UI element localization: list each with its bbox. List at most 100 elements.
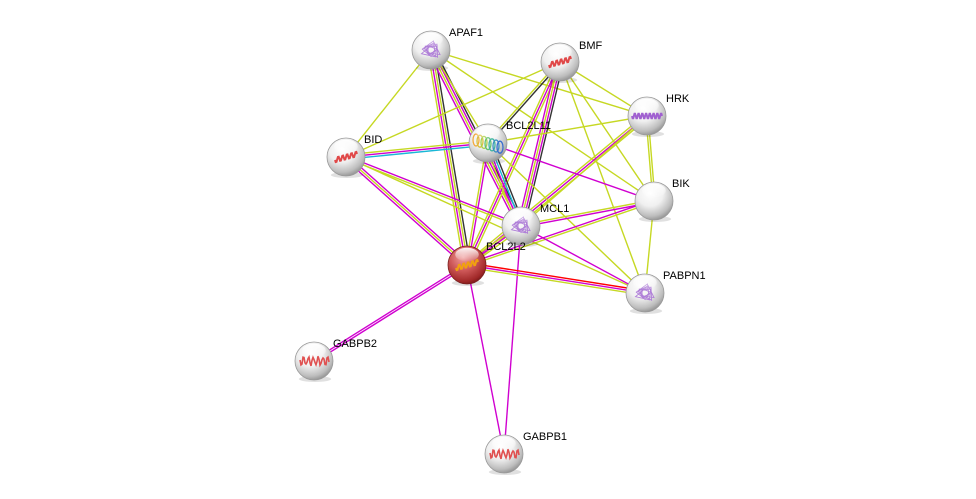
edge-strand-experiments xyxy=(487,142,655,202)
edge-strand-experiments xyxy=(346,154,469,264)
node-apaf1[interactable]: APAF1 xyxy=(411,27,483,71)
edge-bmf-mcl1[interactable] xyxy=(517,61,564,227)
structure-glyph-icon xyxy=(334,150,358,164)
edge-strand-textmining xyxy=(519,61,560,226)
node-highlight xyxy=(419,32,443,47)
edge-mcl1-pabpn1[interactable] xyxy=(520,225,646,294)
edge-bid-bcl2l2[interactable] xyxy=(344,154,469,268)
node-gabpb2[interactable]: GABPB2 xyxy=(294,338,377,382)
edge-bcl2l2-gabpb2[interactable] xyxy=(313,263,468,363)
node-pabpn1[interactable]: PABPN1 xyxy=(625,270,706,314)
node-highlight xyxy=(334,139,358,154)
edge-strand-textmining xyxy=(465,142,488,265)
node-bcl2l11[interactable]: BCL2L11 xyxy=(468,120,551,164)
node-gabpb1[interactable]: GABPB1 xyxy=(484,431,567,475)
edge-strand-experiments xyxy=(313,263,467,361)
node-highlight xyxy=(548,44,572,59)
node-hrk[interactable]: HRK xyxy=(627,93,690,137)
edge-strand-coexpression xyxy=(523,62,564,227)
edge-strand-fusion xyxy=(467,262,646,292)
edge-strand-textmining xyxy=(467,201,655,267)
edge-strand-textmining xyxy=(520,199,654,226)
edge-strand-textmining xyxy=(345,61,561,158)
structure-glyph-icon xyxy=(631,112,663,120)
edges-layer xyxy=(313,48,656,455)
edge-strand-experiments xyxy=(429,50,467,266)
edge-bid-pabpn1[interactable] xyxy=(345,156,646,294)
edge-strand-experiments xyxy=(503,225,522,455)
node-mcl1[interactable]: MCL1 xyxy=(501,203,569,247)
node-highlight xyxy=(476,125,500,140)
edge-bmf-bcl2l2[interactable] xyxy=(464,60,563,267)
node-label: BIK xyxy=(672,178,690,190)
node-highlight xyxy=(455,247,479,262)
node-label: GABPB1 xyxy=(523,431,567,443)
edge-strand-experiments xyxy=(521,62,562,227)
edge-strand-textmining xyxy=(464,60,559,265)
node-highlight xyxy=(302,343,326,358)
edge-bcl2l11-bik[interactable] xyxy=(487,142,655,202)
node-label: GABPB2 xyxy=(333,338,377,350)
node-bcl2l2[interactable]: BCL2L2 xyxy=(447,241,526,286)
structure-glyph-icon xyxy=(299,354,330,368)
node-highlight xyxy=(633,275,657,290)
structure-glyph-icon xyxy=(496,140,504,154)
edge-strand-experiments xyxy=(314,265,468,363)
edge-strand-textmining xyxy=(345,49,432,158)
node-highlight xyxy=(635,98,659,113)
node-highlight xyxy=(642,183,666,198)
edge-bmf-bid[interactable] xyxy=(345,61,561,158)
edge-strand-experiments xyxy=(346,155,522,226)
edge-strand-textmining xyxy=(520,115,648,227)
node-bid[interactable]: BID xyxy=(326,134,382,178)
node-label: BMF xyxy=(579,40,603,52)
edge-strand-experiments xyxy=(466,264,646,294)
edge-strand-experiments xyxy=(467,143,490,266)
structure-glyph-icon xyxy=(492,139,500,153)
edge-bmf-pabpn1[interactable] xyxy=(559,61,646,294)
node-label: PABPN1 xyxy=(663,270,706,282)
node-bmf[interactable]: BMF xyxy=(540,40,603,83)
edge-hrk-bcl2l11[interactable] xyxy=(487,115,648,144)
node-label: HRK xyxy=(666,93,690,105)
edge-strand-experiments xyxy=(466,264,505,455)
edge-mcl1-gabpb1[interactable] xyxy=(503,225,522,455)
edge-strand-textmining xyxy=(559,61,655,202)
node-label: BCL2L2 xyxy=(486,241,526,253)
edge-bcl2l11-bcl2l2[interactable] xyxy=(465,142,490,266)
edge-bik-bcl2l2[interactable] xyxy=(466,199,655,267)
edge-apaf1-bid[interactable] xyxy=(345,49,432,158)
edge-strand-textmining xyxy=(466,266,645,296)
edge-strand-experiments xyxy=(344,158,467,268)
structure-glyph-icon xyxy=(472,133,480,147)
node-highlight xyxy=(492,436,516,451)
edge-bcl2l2-pabpn1[interactable] xyxy=(466,262,646,296)
edge-apaf1-bik[interactable] xyxy=(430,49,655,202)
edge-strand-textmining xyxy=(487,115,648,144)
edge-bmf-bik[interactable] xyxy=(559,61,655,202)
node-label: APAF1 xyxy=(449,27,483,39)
edge-strand-textmining xyxy=(431,49,469,265)
edge-hrk-mcl1[interactable] xyxy=(520,115,648,227)
edge-strand-textmining xyxy=(345,156,468,266)
edge-strand-textmining xyxy=(465,113,647,264)
edge-apaf1-bcl2l2[interactable] xyxy=(427,49,471,266)
edge-bcl2l2-gabpb1[interactable] xyxy=(466,264,505,455)
structure-glyph-icon xyxy=(455,258,479,272)
edge-strand-textmining xyxy=(468,62,563,267)
structure-glyph-icon xyxy=(548,55,572,69)
edge-bcl2l11-bid[interactable] xyxy=(345,140,489,160)
edge-bik-mcl1[interactable] xyxy=(520,199,655,228)
edge-strand-experiments xyxy=(521,201,655,228)
edge-strand-coexpression xyxy=(433,49,471,265)
edge-strand-experiments xyxy=(466,199,654,265)
edge-strand-experiments xyxy=(345,142,489,158)
node-bik[interactable]: BIK xyxy=(634,178,690,222)
edge-strand-textmining xyxy=(427,50,465,266)
edge-strand-textmining xyxy=(430,49,655,202)
edge-strand-experiments xyxy=(517,61,558,226)
edge-strand-database xyxy=(346,144,489,160)
edge-strand-experiments xyxy=(520,225,646,294)
